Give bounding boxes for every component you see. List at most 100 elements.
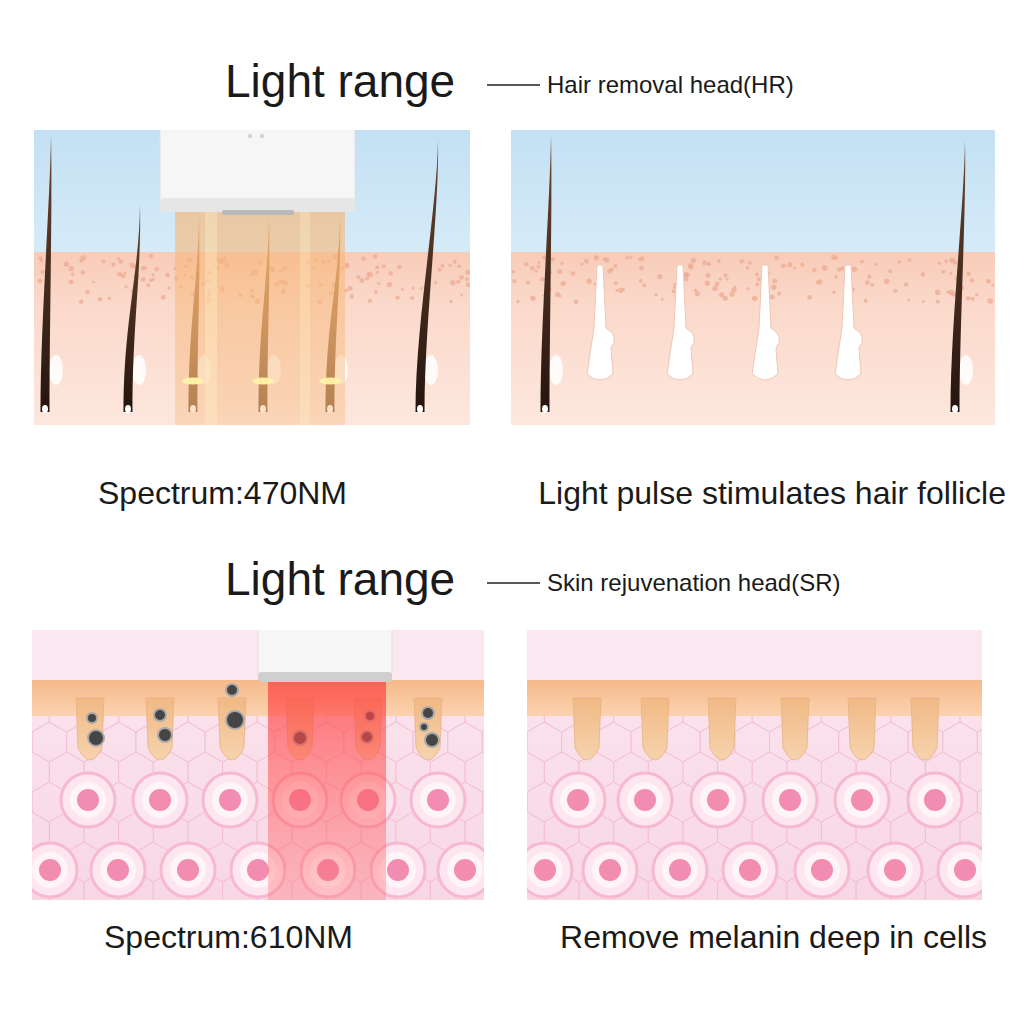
skin-dot [146,283,150,287]
cell [691,773,745,827]
cell-wall [203,773,257,827]
hair [41,135,64,413]
skin-dot [348,286,353,291]
skin-dot [723,273,727,277]
skin-dot [723,296,728,301]
skin-dot [69,280,74,285]
skin-dot [152,277,156,281]
spectrum-label: Spectrum:610NM [104,919,353,956]
cell-wall [908,773,962,827]
hair-shaft [541,135,552,412]
skin-dot [64,261,69,266]
cell-body [142,782,178,818]
cell-nucleus [177,859,199,881]
skin-dot [434,281,437,284]
hex-cell [448,722,483,762]
cell-wall [691,773,745,827]
skin-dot [757,277,761,281]
hairs [541,135,974,413]
hair-bulb-tip [952,405,958,413]
skin-dot [571,271,576,276]
skin-dot [702,261,707,266]
skin-dot [397,265,401,269]
cell-body [627,782,663,818]
hex-cell [666,722,701,762]
cell-body [732,852,768,888]
skin-dot [832,291,835,294]
skin-dot [466,282,470,287]
skin-dot [860,260,864,264]
skin-dot [691,258,696,263]
cell-wall [91,843,145,897]
skin-dot [561,281,566,286]
skin-dot [516,300,520,304]
section-heading: Light range [225,55,455,108]
skin-dot [938,261,942,265]
device-head [160,130,355,208]
cell [203,773,257,827]
hex-cell [960,752,982,792]
hex-cell [32,722,67,762]
skin-dot [373,254,378,259]
hr-panel-after [511,130,995,425]
skin-dot [465,270,470,275]
skin-texture [511,255,994,304]
hair-shaft [124,205,141,412]
surface-area [527,630,982,680]
cell-wall [795,843,849,897]
cells [32,773,484,897]
cell-wall [133,773,187,827]
skin-dot [40,270,44,274]
skin-dot [375,265,379,269]
skin-dot [922,300,925,303]
cell-body [700,782,736,818]
effect-label: Remove melanin deep in cells [560,919,987,956]
hex-cell [527,722,562,762]
hex-cell [873,722,908,762]
skin-dot [921,272,926,277]
cell [527,843,572,897]
skin-dot [460,293,463,296]
skin-dot [71,272,75,276]
skin-dot [537,261,540,264]
light-beam [268,682,386,900]
heading-dash [487,582,540,584]
follicle [848,698,876,760]
sebaceous-gland [132,355,146,385]
cell-body [947,852,982,888]
skin-dot [130,262,135,267]
glow [182,378,341,385]
skin-dot [953,260,957,264]
melanin-spot [158,728,172,742]
cell-wall [653,843,707,897]
follicles [76,684,442,760]
skin-dot [356,275,360,279]
skin-dot [540,277,545,282]
skin-dot [705,280,710,285]
hair [416,140,439,413]
skin-dot [524,262,528,266]
skin-dot [672,289,675,292]
skin-dot [747,287,750,290]
skin-dot [361,256,366,261]
skin-dot [966,296,970,300]
melanin-spot [226,684,238,696]
skin-dot [81,270,86,275]
skin-dot [654,293,657,296]
skin-dot [388,271,392,275]
skin-dot [975,293,978,296]
skin-dot [991,284,994,287]
hex-cell [171,722,206,762]
cell [32,843,77,897]
skin-dot [586,279,591,284]
hex-cell [977,722,982,762]
empty-follicle [587,265,615,380]
skin-dot [867,275,871,279]
cell-nucleus [219,789,241,811]
skin-dot [739,259,744,264]
skin-dot [366,272,370,276]
cell [618,773,672,827]
hair [124,205,147,413]
hair [541,135,564,413]
